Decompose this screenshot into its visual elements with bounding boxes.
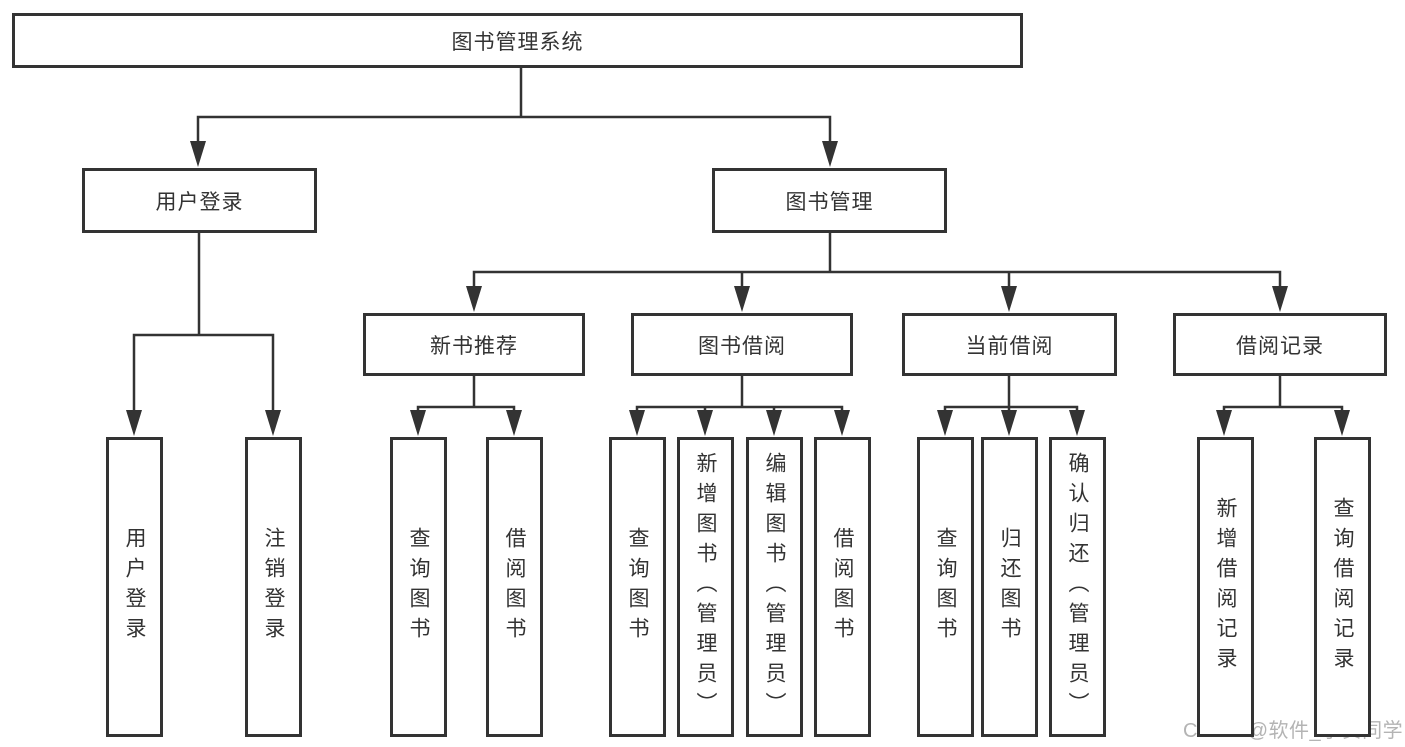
node-user-login-label: 用户登录 — [155, 190, 244, 214]
leaf-current-query-books-label: 查询图书 — [934, 527, 957, 647]
leaf-records-add-record: 新增借阅记录 — [1197, 437, 1254, 737]
leaf-borrow-add-books-admin-label: 新增图书（管理员） — [694, 452, 717, 722]
leaf-borrow-borrow-books-label: 借阅图书 — [831, 527, 854, 647]
leaf-logout: 注销登录 — [245, 437, 302, 737]
leaf-borrow-query-books: 查询图书 — [609, 437, 666, 737]
leaf-newbook-borrow-books: 借阅图书 — [486, 437, 543, 737]
leaf-newbook-query-books-label: 查询图书 — [407, 527, 430, 647]
node-current-borrow: 当前借阅 — [902, 313, 1117, 376]
leaf-user-login: 用户登录 — [106, 437, 163, 737]
connector-arrowheads — [126, 141, 1350, 436]
leaf-logout-label: 注销登录 — [262, 527, 285, 647]
node-root-label: 图书管理系统 — [451, 30, 584, 54]
leaf-current-confirm-return-admin: 确认归还（管理员） — [1049, 437, 1106, 737]
leaf-user-login-label: 用户登录 — [123, 527, 146, 647]
node-new-book-recommend-label: 新书推荐 — [430, 334, 518, 358]
node-book-management-label: 图书管理 — [785, 190, 874, 214]
node-book-management: 图书管理 — [712, 168, 947, 233]
node-root: 图书管理系统 — [12, 13, 1023, 68]
node-current-borrow-label: 当前借阅 — [965, 334, 1054, 358]
leaf-current-return-books-label: 归还图书 — [998, 527, 1021, 647]
leaf-records-add-record-label: 新增借阅记录 — [1214, 497, 1237, 677]
leaf-current-confirm-return-admin-label: 确认归还（管理员） — [1066, 452, 1089, 722]
node-new-book-recommend: 新书推荐 — [363, 313, 585, 376]
leaf-current-query-books: 查询图书 — [917, 437, 974, 737]
leaf-records-query-record: 查询借阅记录 — [1314, 437, 1371, 737]
node-user-login: 用户登录 — [82, 168, 317, 233]
node-book-borrow-label: 图书借阅 — [698, 334, 786, 358]
leaf-borrow-add-books-admin: 新增图书（管理员） — [677, 437, 734, 737]
leaf-borrow-edit-books-admin: 编辑图书（管理员） — [746, 437, 803, 737]
leaf-borrow-borrow-books: 借阅图书 — [814, 437, 871, 737]
node-borrow-records: 借阅记录 — [1173, 313, 1387, 376]
leaf-borrow-edit-books-admin-label: 编辑图书（管理员） — [763, 452, 786, 722]
leaf-records-query-record-label: 查询借阅记录 — [1331, 497, 1354, 677]
leaf-current-return-books: 归还图书 — [981, 437, 1038, 737]
connector-lines — [132, 66, 1344, 412]
node-book-borrow: 图书借阅 — [631, 313, 853, 376]
leaf-borrow-query-books-label: 查询图书 — [626, 527, 649, 647]
node-borrow-records-label: 借阅记录 — [1236, 334, 1324, 358]
leaf-newbook-query-books: 查询图书 — [390, 437, 447, 737]
leaf-newbook-borrow-books-label: 借阅图书 — [503, 527, 526, 647]
